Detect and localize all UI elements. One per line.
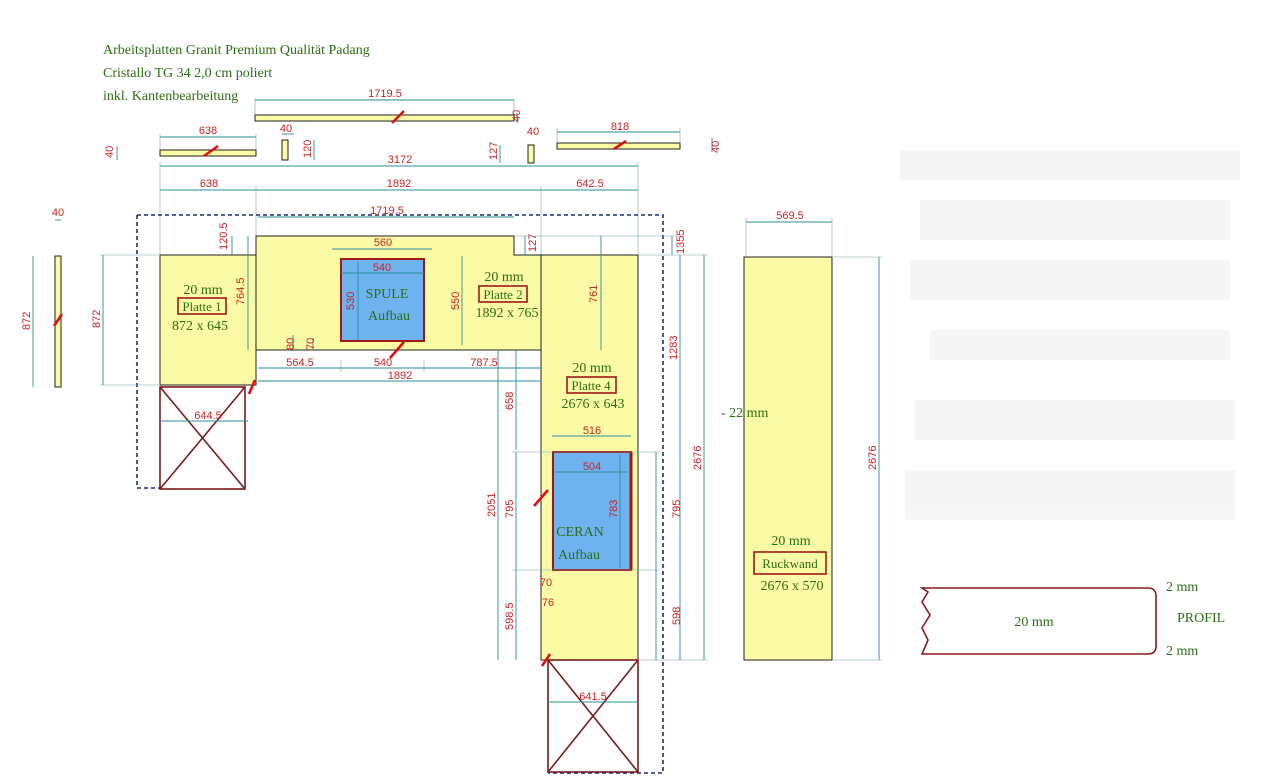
dim-641-5: 641.5 bbox=[579, 691, 607, 703]
dim-560: 560 bbox=[374, 237, 392, 249]
dim-40-left: 40 bbox=[52, 207, 64, 219]
dim-795-b: 795 bbox=[671, 500, 683, 518]
hob-label-2: Aufbau bbox=[558, 548, 600, 563]
side-note-22mm: - 22 mm bbox=[721, 406, 769, 421]
dim-2676-back: 2676 bbox=[867, 446, 879, 470]
dim-644-5: 644.5 bbox=[194, 410, 222, 422]
plate1-thickness: 20 mm bbox=[183, 283, 222, 298]
dim-1719-mid: 1719.5 bbox=[370, 205, 404, 217]
dim-40-b: 40 bbox=[104, 146, 116, 158]
edge-piece-127: 127 40 bbox=[488, 126, 539, 164]
profile-bottom: 2 mm bbox=[1166, 644, 1198, 659]
dim-1283: 1283 bbox=[668, 336, 680, 360]
background-ghost-marks bbox=[900, 150, 1240, 520]
dim-872: 872 bbox=[91, 310, 103, 328]
dim-40-c: 40 bbox=[280, 123, 292, 135]
plate4-size: 2676 x 643 bbox=[562, 397, 625, 412]
side-strip-872: 40 872 bbox=[21, 207, 64, 388]
dim-516: 516 bbox=[583, 425, 601, 437]
plate-1: 20 mm Platte 1 872 x 645 bbox=[159, 254, 257, 386]
dim-783: 783 bbox=[608, 500, 620, 518]
profile-top: 2 mm bbox=[1166, 580, 1198, 595]
dim-564-5: 564.5 bbox=[286, 357, 314, 369]
sink-label-2: Aufbau bbox=[368, 309, 410, 324]
dim-872-left: 872 bbox=[21, 312, 33, 330]
dim-40-e: 40 bbox=[710, 141, 722, 153]
back-label: Ruckwand bbox=[762, 556, 818, 571]
dim-569-5: 569.5 bbox=[776, 210, 804, 222]
header-line-2: Cristallo TG 34 2,0 cm poliert bbox=[103, 66, 272, 81]
dim-2676-a: 2676 bbox=[692, 446, 704, 470]
dim-40-d: 40 bbox=[527, 126, 539, 138]
plate2-label: Platte 2 bbox=[483, 287, 522, 302]
edge-strip-638: 638 40 bbox=[104, 125, 257, 160]
hob-label-1: CERAN bbox=[556, 525, 603, 540]
dim-598-5: 598.5 bbox=[504, 602, 516, 630]
dim-818: 818 bbox=[611, 121, 629, 133]
header-line-1: Arbeitsplatten Granit Premium Qualität P… bbox=[103, 43, 370, 58]
dim-127-mid: 127 bbox=[527, 234, 539, 252]
back-panel: 569.5 2676 20 mm Ruckwand 2676 x 570 bbox=[743, 210, 882, 661]
dim-1892-b: 1892 bbox=[388, 370, 412, 382]
edge-strip-818: 818 40 bbox=[556, 121, 722, 153]
dim-764-5: 764.5 bbox=[235, 277, 247, 305]
dim-638-top: 638 bbox=[199, 125, 217, 137]
plate2-thickness: 20 mm bbox=[484, 270, 523, 285]
overall-dimensions: 3172 638 1892 642.5 1719.5 bbox=[159, 154, 639, 255]
base-cabinet-outline bbox=[136, 214, 664, 774]
dim-70-a: 70 bbox=[305, 338, 317, 350]
dim-504: 504 bbox=[583, 461, 601, 473]
dim-1355: 1355 bbox=[675, 230, 687, 254]
dim-80: 80 bbox=[285, 338, 297, 350]
dim-598: 598 bbox=[671, 607, 683, 625]
dim-1719-top: 1719.5 bbox=[368, 88, 402, 100]
dim-2051: 2051 bbox=[486, 493, 498, 517]
dim-550: 550 bbox=[450, 292, 462, 310]
plate1-label: Platte 1 bbox=[182, 299, 221, 314]
dim-540-top: 540 bbox=[373, 262, 391, 274]
plate2-size: 1892 x 765 bbox=[476, 306, 539, 321]
header-line-3: inkl. Kantenbearbeitung bbox=[103, 89, 238, 104]
dim-70-b: 70 bbox=[540, 577, 552, 589]
dim-120-small: 120 bbox=[302, 140, 314, 158]
corner-cabinet-left: 644.5 bbox=[159, 379, 257, 490]
dim-76: 76 bbox=[542, 597, 554, 609]
dim-761: 761 bbox=[588, 285, 600, 303]
dim-120-5: 120.5 bbox=[218, 222, 230, 250]
corner-cabinet-bottom: 641.5 bbox=[540, 653, 639, 773]
dim-40-a: 40 bbox=[511, 110, 523, 122]
edge-profile: 20 mm 2 mm PROFIL 2 mm bbox=[919, 580, 1225, 659]
sink-cutout: SPULE Aufbau 560 540 530 550 bbox=[332, 237, 463, 359]
inner-dimensions: 120.5 127 1355 872 764.5 761 80 70 564.5… bbox=[91, 222, 708, 661]
dim-127-top: 127 bbox=[488, 142, 500, 160]
dim-3172: 3172 bbox=[388, 154, 412, 166]
dim-530: 530 bbox=[345, 292, 357, 310]
edge-piece-120: 40 120 bbox=[280, 123, 315, 161]
dim-1892-top: 1892 bbox=[387, 178, 411, 190]
edge-strip-1719: 1719.5 40 bbox=[254, 88, 523, 124]
back-size: 2676 x 570 bbox=[761, 579, 824, 594]
dim-658: 658 bbox=[504, 392, 516, 410]
plate4-label: Platte 4 bbox=[571, 378, 611, 393]
back-thickness: 20 mm bbox=[771, 534, 810, 549]
profile-label: PROFIL bbox=[1177, 611, 1225, 626]
profile-thickness: 20 mm bbox=[1014, 615, 1053, 630]
plate4-thickness: 20 mm bbox=[572, 361, 611, 376]
plate1-size: 872 x 645 bbox=[172, 319, 228, 334]
dim-638: 638 bbox=[200, 178, 218, 190]
sink-label-1: SPULE bbox=[366, 287, 409, 302]
dim-787-5: 787.5 bbox=[470, 357, 498, 369]
dim-540-b: 540 bbox=[374, 357, 392, 369]
dim-642-5: 642.5 bbox=[576, 178, 604, 190]
dim-795-a: 795 bbox=[504, 500, 516, 518]
